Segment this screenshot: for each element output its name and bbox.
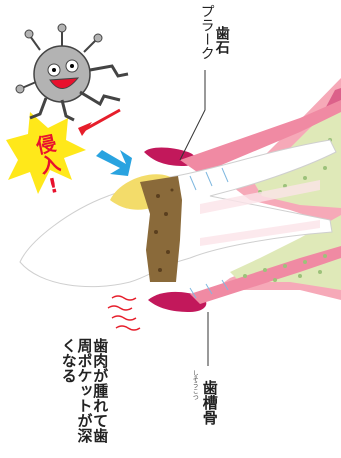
plaque-arrow <box>96 150 132 176</box>
pocket-caption: 歯肉が腫れて歯周ポケットが深くなる <box>60 338 107 450</box>
plaque-label: プラーク <box>199 4 214 74</box>
bone-ruby: しそうこつ <box>191 370 197 400</box>
alveolar-bone-label: 歯槽骨 <box>201 380 217 425</box>
invasion-arrow <box>78 110 120 136</box>
calculus-label: 歯石 <box>214 26 229 54</box>
germ-character <box>16 24 128 120</box>
swelling-lines <box>108 296 140 330</box>
